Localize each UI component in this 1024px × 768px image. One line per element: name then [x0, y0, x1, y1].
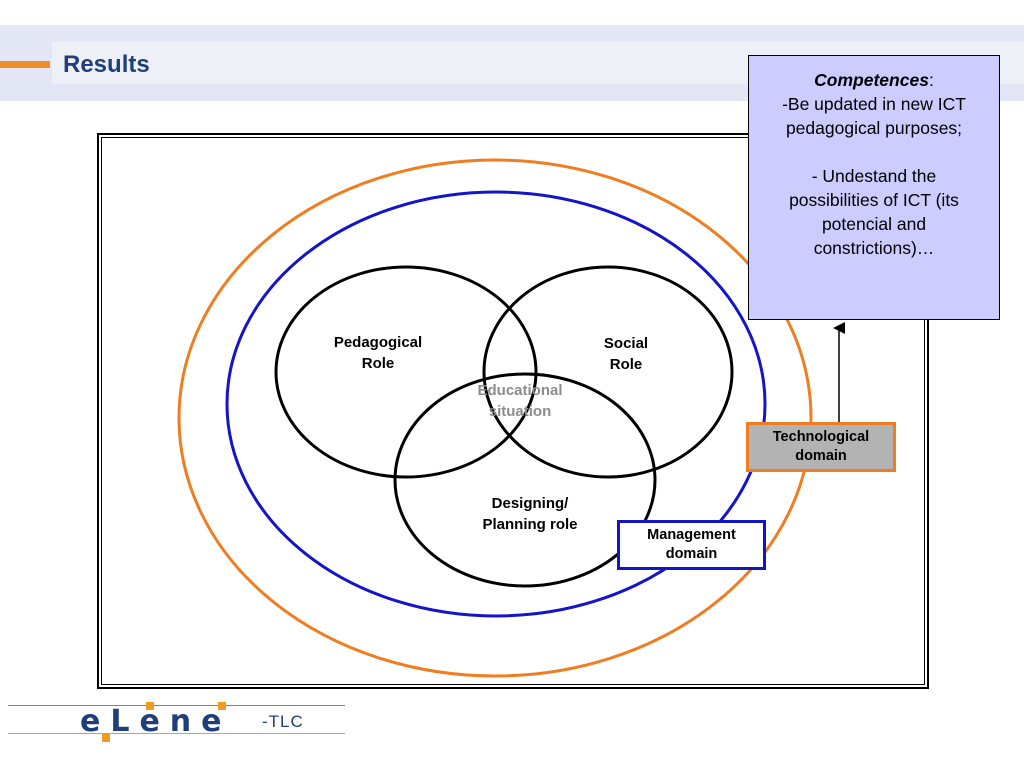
pedagogical-role-label-line2: Role: [361, 355, 395, 372]
designing-role-label-line2: Planning role: [482, 516, 578, 533]
designing-role-circle: [393, 372, 657, 588]
technological-domain-box: Technological domain: [746, 422, 896, 472]
management-domain-box: Management domain: [617, 520, 766, 570]
pedagogical-role-label: Pedagogical Role: [318, 332, 438, 374]
technological-domain-line2: domain: [795, 448, 847, 464]
pedagogical-role-label-line1: Pedagogical: [333, 334, 423, 351]
social-role-label-line2: Role: [609, 356, 643, 373]
title-accent-bar: [0, 61, 50, 68]
logo-suffix: -TLC: [262, 712, 304, 731]
social-role-label-line1: Social: [603, 335, 649, 352]
page-title: Results: [63, 51, 150, 78]
management-domain-line1: Management: [647, 527, 736, 543]
educational-situation-label: Educational situation: [460, 380, 580, 422]
logo-dot-3: [218, 702, 226, 710]
competences-title-colon: :: [928, 70, 934, 90]
pedagogical-role-circle: [274, 265, 538, 479]
competence-item-1-line2: pedagogical purposes;: [785, 118, 963, 138]
social-role-circle: [482, 265, 734, 479]
competences-spacer: [749, 140, 999, 164]
competences-title: Competences: [814, 70, 929, 90]
logo-dot-1: [102, 734, 110, 742]
competences-callout: Competences: -Be updated in new ICT peda…: [748, 55, 1000, 320]
footer-divider-top: [8, 705, 345, 706]
competence-item-1-line1: -Be updated in new ICT: [782, 94, 966, 114]
competences-heading: Competences:: [749, 68, 999, 92]
competence-item-2-line1: - Undestand the: [811, 166, 937, 186]
competence-item-2-line4: constrictions)…: [813, 238, 935, 258]
logo-dot-2: [146, 702, 154, 710]
technological-domain-line1: Technological: [772, 429, 870, 445]
designing-role-label-line1: Designing/: [491, 495, 569, 512]
competence-item-2-line3: potencial and: [821, 214, 927, 234]
social-role-label: Social Role: [576, 333, 676, 375]
competence-item-2-line2: possibilities of ICT (its: [789, 190, 959, 210]
technological-domain-ellipse: [177, 158, 813, 678]
footer-divider-bottom: [8, 733, 345, 734]
diagram-frame-inner-border: [101, 137, 925, 685]
management-domain-line2: domain: [665, 546, 718, 562]
elene-tlc-logo: eLene -TLC: [80, 700, 320, 746]
educational-situation-line2: situation: [488, 403, 552, 420]
designing-role-label: Designing/ Planning role: [460, 493, 600, 535]
educational-situation-line1: Educational: [477, 382, 563, 399]
management-domain-ellipse: [225, 190, 767, 618]
